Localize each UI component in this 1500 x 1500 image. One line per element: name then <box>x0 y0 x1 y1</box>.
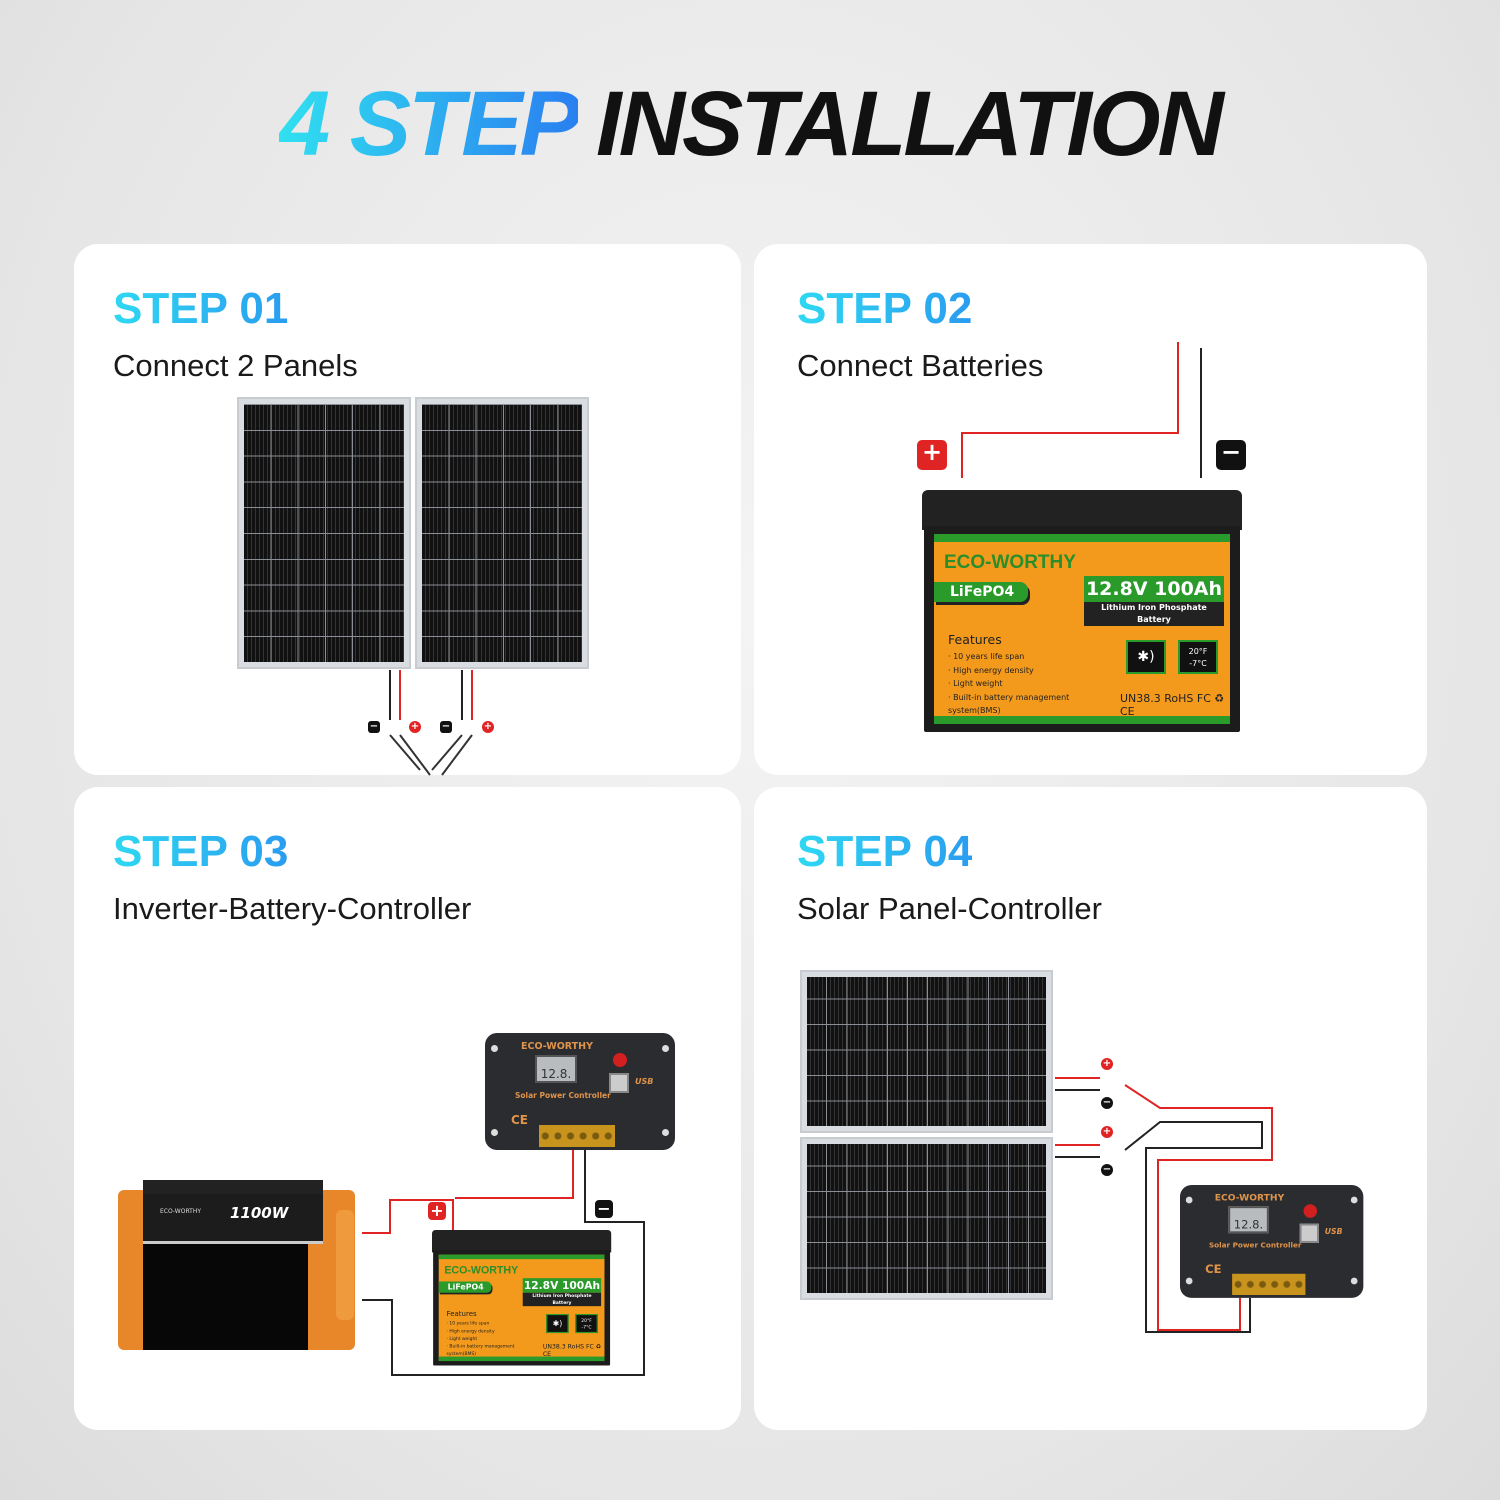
features-title: Features <box>948 632 1002 647</box>
usb-label: USB <box>635 1077 654 1086</box>
ce-mark: CE <box>1205 1262 1222 1276</box>
feature: · Light weight <box>446 1335 478 1341</box>
solar-panel <box>415 397 589 669</box>
features-title: Features <box>446 1309 477 1318</box>
step-label: STEP 03 <box>113 827 289 876</box>
power-button <box>1303 1204 1318 1218</box>
step-subtitle: Solar Panel-Controller <box>797 891 1102 926</box>
plus-icon: + <box>1101 1126 1113 1138</box>
battery-chemistry: LiFePO4 <box>934 582 1028 602</box>
minus-icon: − <box>1101 1164 1113 1176</box>
battery-chemistry: LiFePO4 <box>438 1281 492 1293</box>
inverter: ECO-WORTHY 1100W <box>118 1180 355 1350</box>
certifications: UN38.3 RoHS FC ♻ CE <box>1120 692 1225 718</box>
bluetooth-icon: ✱) <box>546 1314 569 1334</box>
bluetooth-icon: ✱) <box>1126 640 1166 674</box>
minus-icon: − <box>368 721 380 733</box>
feature: · Built-in battery management <box>948 692 1070 702</box>
terminal-block <box>539 1125 615 1147</box>
battery-brand: ECO-WORTHY <box>444 1264 519 1277</box>
controller-name: Solar Power Controller <box>1208 1240 1302 1250</box>
battery: ECO-WORTHY LiFePO4 12.8V 100Ah Lithium I… <box>432 1230 612 1366</box>
low-temperature-icon: 20°F -7°C <box>1178 640 1218 674</box>
usb-port-icon <box>1299 1223 1319 1243</box>
feature: · 10 years life span <box>948 652 1025 661</box>
feature: · 10 years life span <box>446 1320 490 1326</box>
ce-mark: CE <box>511 1113 529 1127</box>
controller-display: 12.8. <box>535 1055 577 1083</box>
battery-spec-sub: Lithium Iron Phosphate Battery <box>1084 602 1224 626</box>
plus-icon: + <box>1101 1058 1113 1070</box>
minus-icon: − <box>1216 440 1246 470</box>
controller-name: Solar Power Controller <box>515 1091 611 1100</box>
solar-panel <box>237 397 411 669</box>
feature: · High energy density <box>446 1328 495 1334</box>
minus-icon: − <box>595 1200 613 1218</box>
plus-icon: + <box>428 1202 446 1220</box>
inverter-power: 1100W <box>230 1204 289 1222</box>
battery-spec: 12.8V 100Ah <box>1084 576 1224 602</box>
usb-label: USB <box>1324 1227 1343 1237</box>
battery-spec-sub: Lithium Iron Phosphate Battery <box>522 1292 602 1307</box>
feature: system(BMS) <box>948 706 1001 715</box>
feature: · High energy density <box>948 665 1034 675</box>
feature: · Built-in battery management <box>446 1343 515 1349</box>
inverter-brand: ECO-WORTHY <box>160 1208 202 1215</box>
step-label: STEP 04 <box>797 827 973 876</box>
feature: system(BMS) <box>446 1350 477 1356</box>
plus-icon: + <box>409 721 421 733</box>
step-subtitle: Connect 2 Panels <box>113 348 358 383</box>
step-label: STEP 02 <box>797 284 973 333</box>
step-subtitle: Inverter-Battery-Controller <box>113 891 472 926</box>
solar-charge-controller: ECO-WORTHY 12.8. Solar Power Controller … <box>1180 1185 1364 1298</box>
low-temperature-icon: 20°F -7°C <box>575 1314 598 1334</box>
solar-panel <box>800 1137 1053 1300</box>
title-main: INSTALLATION <box>596 73 1224 175</box>
battery-spec: 12.8V 100Ah <box>522 1278 602 1293</box>
controller-brand: ECO-WORTHY <box>1214 1192 1285 1204</box>
features-list: · 10 years life span · High energy densi… <box>447 1320 515 1358</box>
usb-port-icon <box>609 1073 629 1093</box>
certifications: UN38.3 RoHS FC ♻ CE <box>542 1343 602 1358</box>
controller-display: 12.8. <box>1228 1206 1269 1234</box>
solar-panel <box>800 970 1053 1133</box>
controller-brand: ECO-WORTHY <box>521 1041 593 1052</box>
step-label: STEP 01 <box>113 284 289 333</box>
plus-icon: + <box>917 440 947 470</box>
minus-icon: − <box>1101 1097 1113 1109</box>
battery-brand: ECO-WORTHY <box>944 552 1076 573</box>
feature: · Light weight <box>948 679 1003 688</box>
terminal-block <box>1232 1273 1306 1296</box>
step-subtitle: Connect Batteries <box>797 348 1044 383</box>
minus-icon: − <box>440 721 452 733</box>
power-button <box>613 1053 627 1067</box>
solar-charge-controller: ECO-WORTHY 12.8. Solar Power Controller … <box>485 1033 675 1150</box>
features-list: · 10 years life span · High energy densi… <box>948 650 1069 718</box>
title-accent: 4 STEP <box>279 73 581 175</box>
plus-icon: + <box>482 721 494 733</box>
battery: ECO-WORTHY LiFePO4 12.8V 100Ah Lithium I… <box>922 490 1242 732</box>
